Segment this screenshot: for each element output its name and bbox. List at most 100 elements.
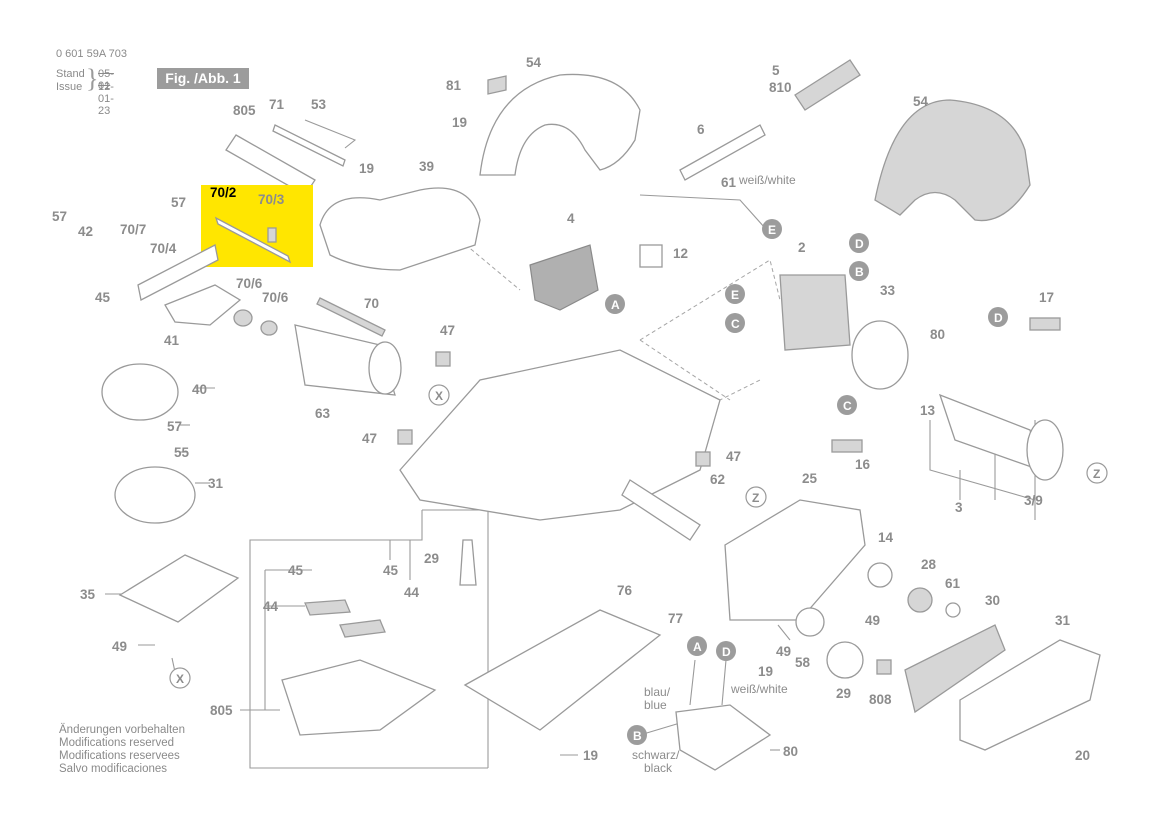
- part-label: 31: [1055, 613, 1071, 628]
- base-801: [281, 659, 437, 736]
- part-label: 54: [913, 94, 929, 109]
- part-label: 47: [440, 323, 455, 338]
- pulley-14: [867, 562, 893, 588]
- wire-label-white: weiß/white: [730, 682, 788, 696]
- part-label: 810: [769, 80, 792, 95]
- callout-circle: [627, 725, 647, 745]
- part-label: 57: [52, 209, 67, 224]
- wire-a: [689, 659, 696, 706]
- part-label: 19: [583, 748, 598, 763]
- bracket-38: [164, 284, 242, 326]
- bearing-40: [851, 320, 909, 390]
- note-line: Änderungen vorbehalten: [59, 724, 185, 736]
- part-label: 57: [167, 419, 182, 434]
- knob-30: [114, 466, 196, 524]
- part-label: 33: [880, 283, 896, 298]
- callout-circle: [428, 384, 450, 406]
- pulley-29: [826, 641, 864, 679]
- sleeve-6: [679, 124, 766, 181]
- part-label: 4: [567, 211, 575, 226]
- sleeve-70-7: [233, 309, 253, 327]
- fan-3: [1026, 419, 1064, 481]
- tube-60: [621, 479, 701, 541]
- plug-5: [794, 59, 861, 111]
- note-line: Modifications reserved: [59, 737, 175, 749]
- issue-label: Issue: [56, 81, 83, 93]
- callout-circle: [762, 219, 782, 239]
- strip-70-2: [316, 297, 386, 337]
- part-label: 77: [668, 611, 683, 626]
- clip-41: [339, 619, 386, 638]
- cover-35: [319, 187, 481, 271]
- part-label: 61: [721, 175, 737, 190]
- part-label: 70/6: [262, 290, 289, 305]
- handle-49-right: [874, 99, 1031, 222]
- hexkey-54: [304, 119, 357, 149]
- cover-32: [959, 639, 1101, 751]
- washer-63: [945, 602, 961, 618]
- part-label: 47: [726, 449, 741, 464]
- nut-44: [435, 351, 451, 367]
- part-label: 35: [80, 587, 96, 602]
- part-label: 41: [164, 333, 180, 348]
- screw-70-4: [267, 227, 277, 243]
- housing-main: [399, 349, 721, 521]
- part-label: 45: [383, 563, 399, 578]
- callout-circle: [687, 636, 707, 656]
- callout-x: X: [435, 389, 443, 403]
- part-label: 3/9: [1024, 493, 1043, 508]
- part-label: 6: [697, 122, 705, 137]
- callout-circle: [745, 486, 767, 508]
- part-shapes: [101, 59, 1101, 771]
- pulley-55: [795, 607, 825, 637]
- wire-label-white: weiß/white: [738, 173, 796, 187]
- part-label: 16: [855, 457, 871, 472]
- part-label: 80: [930, 327, 945, 342]
- nut-44: [695, 451, 711, 467]
- wire-label-black: black: [644, 761, 673, 775]
- callout-b: B: [633, 729, 642, 743]
- part-label: 14: [878, 530, 894, 545]
- part-label: 17: [1039, 290, 1054, 305]
- callout-a: A: [693, 640, 702, 654]
- part-label: 70/6: [236, 276, 263, 291]
- field-2: [779, 274, 851, 351]
- part-label: 13: [920, 403, 936, 418]
- modification-notes: Änderungen vorbehalten Modifications res…: [59, 724, 185, 776]
- callout-circle: [1086, 462, 1108, 484]
- clip-41: [304, 599, 351, 616]
- wire-57: [639, 194, 766, 229]
- nut-44: [397, 429, 413, 445]
- guide-line: [639, 259, 781, 341]
- switch-80: [675, 704, 772, 771]
- part-label: 49: [776, 644, 791, 659]
- part-label: 61: [945, 576, 961, 591]
- callout-x: X: [176, 672, 184, 686]
- plate-210: [487, 75, 507, 95]
- pulley-28: [907, 587, 933, 613]
- part-label: 40: [192, 382, 207, 397]
- part-label: 29: [424, 551, 439, 566]
- brush-16: [831, 439, 863, 453]
- drum-70-end: [368, 341, 402, 395]
- blade-70-3: [214, 216, 292, 264]
- stand-value: 05-01: [98, 68, 114, 92]
- part-label: 80: [783, 744, 798, 759]
- part-label: 70: [364, 296, 379, 311]
- callout-circle: [988, 307, 1008, 327]
- part-label: 805: [233, 103, 256, 118]
- part-label: 81: [446, 78, 462, 93]
- callout-circle: [849, 261, 869, 281]
- part-label: 54: [526, 55, 542, 70]
- part-label: 70/4: [150, 241, 177, 256]
- callout-e: E: [731, 288, 739, 302]
- part-label: 2: [798, 240, 806, 255]
- part-label: 12: [673, 246, 688, 261]
- figure-badge: Fig. /Abb. 1: [157, 68, 249, 89]
- armature-3: [938, 393, 1041, 472]
- callout-c: C: [843, 399, 852, 413]
- part-label: 62: [710, 472, 725, 487]
- bracket-line: [929, 420, 1036, 520]
- part-label: 19: [359, 161, 374, 176]
- part-label: 44: [404, 585, 420, 600]
